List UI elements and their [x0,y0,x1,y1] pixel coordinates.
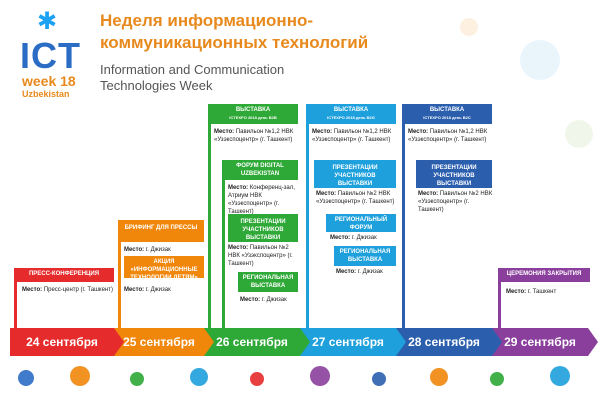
logo-country-text: Uzbekistan [22,89,70,99]
event-expo-26-place: Место: Павильон №1,2 НВК «Узэкспоцентр» … [214,129,294,143]
stem-29 [498,268,501,328]
wifi-icon [130,372,144,386]
gear-icon [310,366,330,386]
event-briefing: БРИФИНГ ДЛЯ ПРЕССЫ [118,220,204,242]
event-expo-28-place: Место: Павильон №1,2 НВК «Узэкспоцентр» … [408,129,488,143]
stem-26b [222,160,225,328]
event-presentations-27: ПРЕЗЕНТАЦИИ УЧАСТНИКОВ ВЫСТАВКИ [314,160,396,188]
event-expo-27-place: Место: Павильон №1,2 НВК «Узэкспоцентр» … [312,129,392,143]
event-closing-place: Место: г. Ташкент [506,289,557,295]
globe-icon [190,368,208,386]
event-regional-forum: РЕГИОНАЛЬНЫЙ ФОРУМ [326,214,396,232]
chat-icon [372,372,386,386]
day-band-26: 26 сентября [204,328,310,356]
day-band-25: 25 сентября [114,328,214,356]
event-action-place: Место: г. Джизак [124,287,171,293]
event-action: АКЦИЯ «ИНФОРМАЦИОННЫЕ ТЕХНОЛОГИИ ДЕТЯМ» [124,256,204,281]
day-band-27: 27 сентября [300,328,406,356]
event-presentations-28-place: Место: Павильон №2 НВК «Узэкспоцентр» (г… [418,191,493,213]
decor-circle [520,40,560,80]
day-band-28: 28 сентября [396,328,502,356]
camera-icon [430,368,448,386]
event-regional-forum-place: Место: г. Джизак [330,235,377,241]
event-regional-expo-27-place: Место: г. Джизак [336,269,383,275]
page-title: Неделя информационно-коммуникационных те… [100,11,369,52]
ict-week-logo: ✱ ICT week 18 Uzbekistan [10,8,92,108]
event-forum-place: Место: Конференц-зал, Атриум НВК «Узэксп… [228,185,295,215]
page-subtitle: Information and Communication Technologi… [100,62,285,93]
logo-ict-text: ICT [20,35,81,76]
decor-circle [460,18,478,36]
event-presentations-26: ПРЕЗЕНТАЦИИ УЧАСТНИКОВ ВЫСТАВКИ [228,214,298,242]
phone-icon [18,370,34,386]
event-closing: ЦЕРЕМОНИЯ ЗАКРЫТИЯ [498,268,590,282]
day-band-24: 24 сентября [10,328,124,356]
logo-week-text: week 18 [22,73,76,89]
event-presentations-28: ПРЕЗЕНТАЦИИ УЧАСТНИКОВ ВЫСТАВКИ [416,160,492,188]
cloud-icon [70,366,90,386]
event-regional-expo-26-place: Место: г. Джизак [240,297,287,303]
event-press-conference: ПРЕСС-КОНФЕРЕНЦИЯ [14,268,114,282]
signal-icon [550,366,570,386]
decor-circle [565,120,593,148]
stem-24 [14,268,17,328]
decor-icons-strip [0,362,600,398]
event-presentations-26-place: Место: Павильон №2 НВК «Узэкспоцентр» (г… [228,245,293,267]
event-briefing-place: Место: г. Джизак [124,247,171,253]
event-presentations-27-place: Место: Павильон №2 НВК «Узэкспоцентр» (г… [316,191,395,205]
lock-icon [490,372,504,386]
stem-27 [306,104,309,328]
event-press-place: Место: Пресс-центр (г. Ташкент) [22,287,113,293]
stem-26 [208,104,211,328]
event-forum: ФОРУМ DIGITAL UZBEKISTAN [222,160,298,180]
snowflake-icon: ✱ [37,8,58,35]
stem-25 [118,220,121,328]
stem-28 [402,104,405,328]
day-band-29: 29 сентября [492,328,598,356]
mail-icon [250,372,264,386]
